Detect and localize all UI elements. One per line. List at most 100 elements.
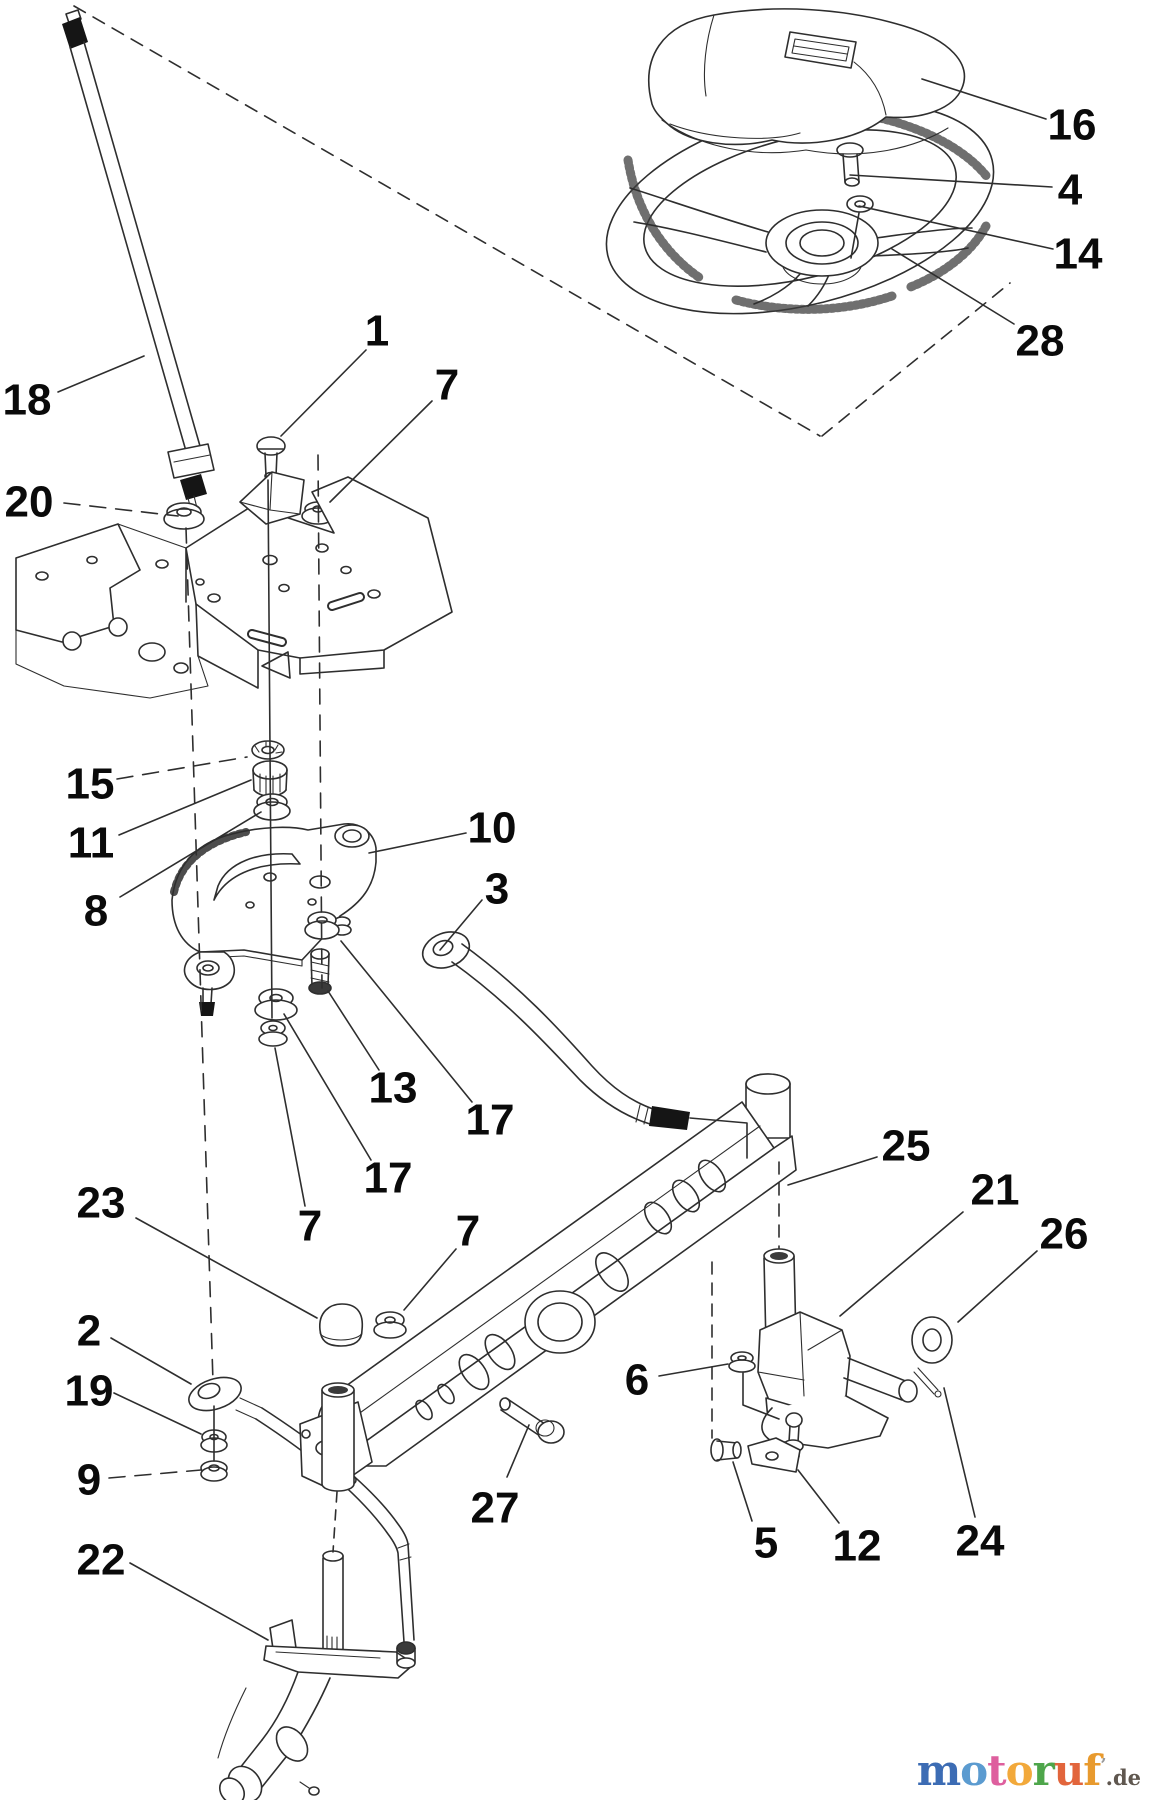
part-number-8: 8 (84, 887, 108, 936)
wheel-hub (765, 209, 879, 285)
callout-leader-19 (113, 1392, 202, 1435)
part-number-27: 27 (471, 1484, 520, 1533)
watermark-letter: f (1083, 1746, 1101, 1795)
shaft-nut-8 (253, 793, 291, 821)
construction-line (689, 1117, 748, 1159)
part-number-19: 19 (65, 1367, 114, 1416)
part-number-21: 21 (971, 1166, 1020, 1215)
construction-line (185, 527, 214, 1383)
part-number-24: 24 (956, 1517, 1005, 1566)
part-number-23: 23 (77, 1179, 126, 1228)
left-spindle (217, 1550, 416, 1800)
grease-fitting-12 (747, 1412, 804, 1473)
axle-pin-27 (499, 1397, 565, 1444)
wheel-grip-texture (623, 155, 705, 283)
part-number-22: 22 (77, 1536, 126, 1585)
flange-locknut-17-lower (254, 988, 298, 1021)
tie-rod-nut-9 (200, 1460, 228, 1482)
part-number-1: 1 (365, 307, 389, 356)
watermark-mark: ’ (1100, 1755, 1106, 1776)
callout-leader-17 (340, 940, 473, 1103)
callout-leader-8 (119, 811, 262, 898)
construction-line (267, 479, 273, 1019)
part-number-17: 17 (364, 1154, 413, 1203)
part-number-2: 2 (77, 1307, 101, 1356)
callout-leader-26 (957, 1250, 1038, 1323)
part-number-13: 13 (369, 1064, 418, 1113)
drag-link (421, 931, 690, 1130)
watermark-letter: o (1005, 1746, 1034, 1795)
construction-line (821, 282, 1011, 437)
callout-leader-15 (116, 756, 248, 780)
part-number-11: 11 (68, 819, 115, 868)
watermark-letter: t (987, 1746, 1006, 1795)
construction-lines (73, 5, 1011, 1553)
part-number-10: 10 (468, 804, 517, 853)
callout-leader-5 (732, 1461, 753, 1522)
clamp-nut-6 (728, 1351, 756, 1373)
callout-leader-20 (63, 502, 179, 517)
watermark-letter: r (1032, 1746, 1055, 1795)
part-callouts: 1641428182017151181031317177232199227272… (3, 78, 1103, 1641)
part-number-25: 25 (882, 1122, 931, 1171)
part-number-17: 17 (466, 1096, 515, 1145)
construction-line (742, 1372, 780, 1420)
part-number-12: 12 (833, 1522, 882, 1571)
callout-leader-2 (110, 1337, 192, 1385)
callout-leader-25 (787, 1156, 878, 1186)
callout-leader-11 (118, 779, 252, 836)
callout-leader-18 (57, 355, 145, 393)
flange-nut-7-axle (373, 1311, 407, 1339)
watermark-letter: m (916, 1746, 961, 1795)
sector-gear-teeth (170, 828, 250, 896)
callout-leader-27 (506, 1424, 530, 1478)
wheel-spoke (629, 187, 769, 253)
callout-leader-7 (329, 400, 433, 503)
part-number-7: 7 (435, 361, 459, 410)
callout-leader-14 (858, 205, 1054, 250)
callout-leader-12 (797, 1469, 840, 1524)
part-number-5: 5 (754, 1519, 778, 1568)
part-number-9: 9 (77, 1456, 101, 1505)
watermark-letter: o (960, 1746, 988, 1795)
callout-leader-17 (283, 1013, 372, 1161)
callout-leader-1 (280, 349, 367, 437)
callout-leader-13 (327, 990, 380, 1071)
clamp-bolt-5 (710, 1438, 742, 1462)
right-spindle (757, 1248, 942, 1449)
watermark-word: motoruf (916, 1746, 1102, 1795)
part-number-4: 4 (1058, 166, 1083, 215)
callout-leader-16 (921, 78, 1047, 120)
steering-wheel-cap (648, 8, 966, 155)
part-number-18: 18 (3, 376, 52, 425)
callout-leader-7 (274, 1047, 306, 1207)
callout-leader-9 (108, 1469, 202, 1479)
part-number-16: 16 (1048, 101, 1097, 150)
front-axle (299, 1073, 797, 1492)
steering-wheel-illustration (605, 101, 995, 315)
part-number-3: 3 (485, 865, 509, 914)
cap-logo-plate (784, 31, 857, 69)
callout-leader-24 (943, 1387, 976, 1518)
steering-sector-plate (170, 823, 377, 1016)
construction-line (332, 1491, 338, 1553)
callout-leader-22 (129, 1562, 269, 1641)
part-number-7: 7 (298, 1202, 322, 1251)
part-number-20: 20 (5, 478, 54, 527)
shaft-washer-15 (251, 740, 285, 760)
spring-pin-13 (308, 948, 332, 995)
callout-leader-21 (839, 1211, 964, 1317)
wheel-screw (836, 142, 864, 187)
callout-leader-7 (403, 1248, 457, 1311)
part-number-15: 15 (66, 760, 115, 809)
flange-nut-7-middle (258, 1020, 288, 1047)
watermark-suffix: .de (1105, 1765, 1141, 1790)
shaft-nut-20 (163, 502, 205, 530)
part-number-7: 7 (456, 1207, 480, 1256)
watermark-logo: motoruf’.de (917, 1750, 1141, 1792)
wheel-washer (846, 195, 874, 213)
construction-line (850, 212, 860, 259)
part-number-14: 14 (1054, 230, 1103, 279)
